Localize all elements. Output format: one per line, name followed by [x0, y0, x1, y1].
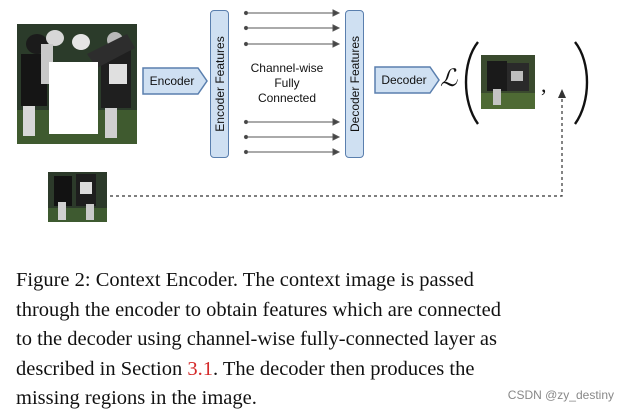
input-image-with-hole: [17, 24, 137, 144]
caption-line-4-post: . The decoder then produces the: [212, 357, 475, 380]
decoder-arrow: [374, 66, 440, 94]
fc-lines-top: [243, 9, 341, 48]
decoder-label: Decoder: [381, 73, 427, 87]
caption-line-1: Figure 2: Context Encoder. The context i…: [16, 269, 474, 291]
encoder-features-bar: Encoder Features: [210, 10, 229, 158]
fc-line-2: Fully: [274, 76, 300, 90]
predicted-patch: [481, 55, 535, 109]
csdn-watermark: CSDN @zy_destiny: [507, 388, 614, 402]
diagram-connectors: [110, 9, 589, 197]
caption-line-4-pre: described in Section: [16, 357, 188, 380]
caption-line-4: described in Section 3.1. The decoder th…: [16, 355, 616, 385]
encoder-label: Encoder: [149, 74, 195, 88]
fc-line-3: Connected: [257, 91, 317, 105]
ground-truth-patch: [48, 172, 107, 222]
decoder-features-bar: Decoder Features: [345, 10, 364, 158]
patch-graphic: [48, 172, 107, 222]
caption-line-2: through the encoder to obtain features w…: [16, 298, 501, 321]
predicted-graphic: [481, 55, 535, 109]
figure-caption: Figure 2: Context Encoder. The context i…: [16, 266, 616, 414]
dashed-arrowhead: [558, 89, 566, 98]
fc-lines-bottom: [243, 118, 341, 156]
dashed-target-line: [110, 96, 563, 197]
caption-line-5: missing regions in the image.: [16, 387, 257, 409]
left-paren: [464, 41, 479, 125]
loss-symbol: ℒ: [440, 64, 458, 92]
channel-wise-fc-label: Channel-wise Fully Connected: [238, 61, 336, 106]
loss-separator: ,: [541, 72, 547, 97]
fc-line-1: Channel-wise: [250, 61, 324, 75]
caption-line-3: to the decoder using channel-wise fully-…: [16, 328, 497, 350]
missing-region: [49, 62, 98, 134]
encoder-arrow: [142, 67, 208, 95]
section-reference-link[interactable]: 3.1: [187, 357, 213, 380]
context-encoder-diagram: Encoder Features Decoder Features Encode…: [17, 9, 589, 222]
right-paren: [574, 41, 589, 125]
